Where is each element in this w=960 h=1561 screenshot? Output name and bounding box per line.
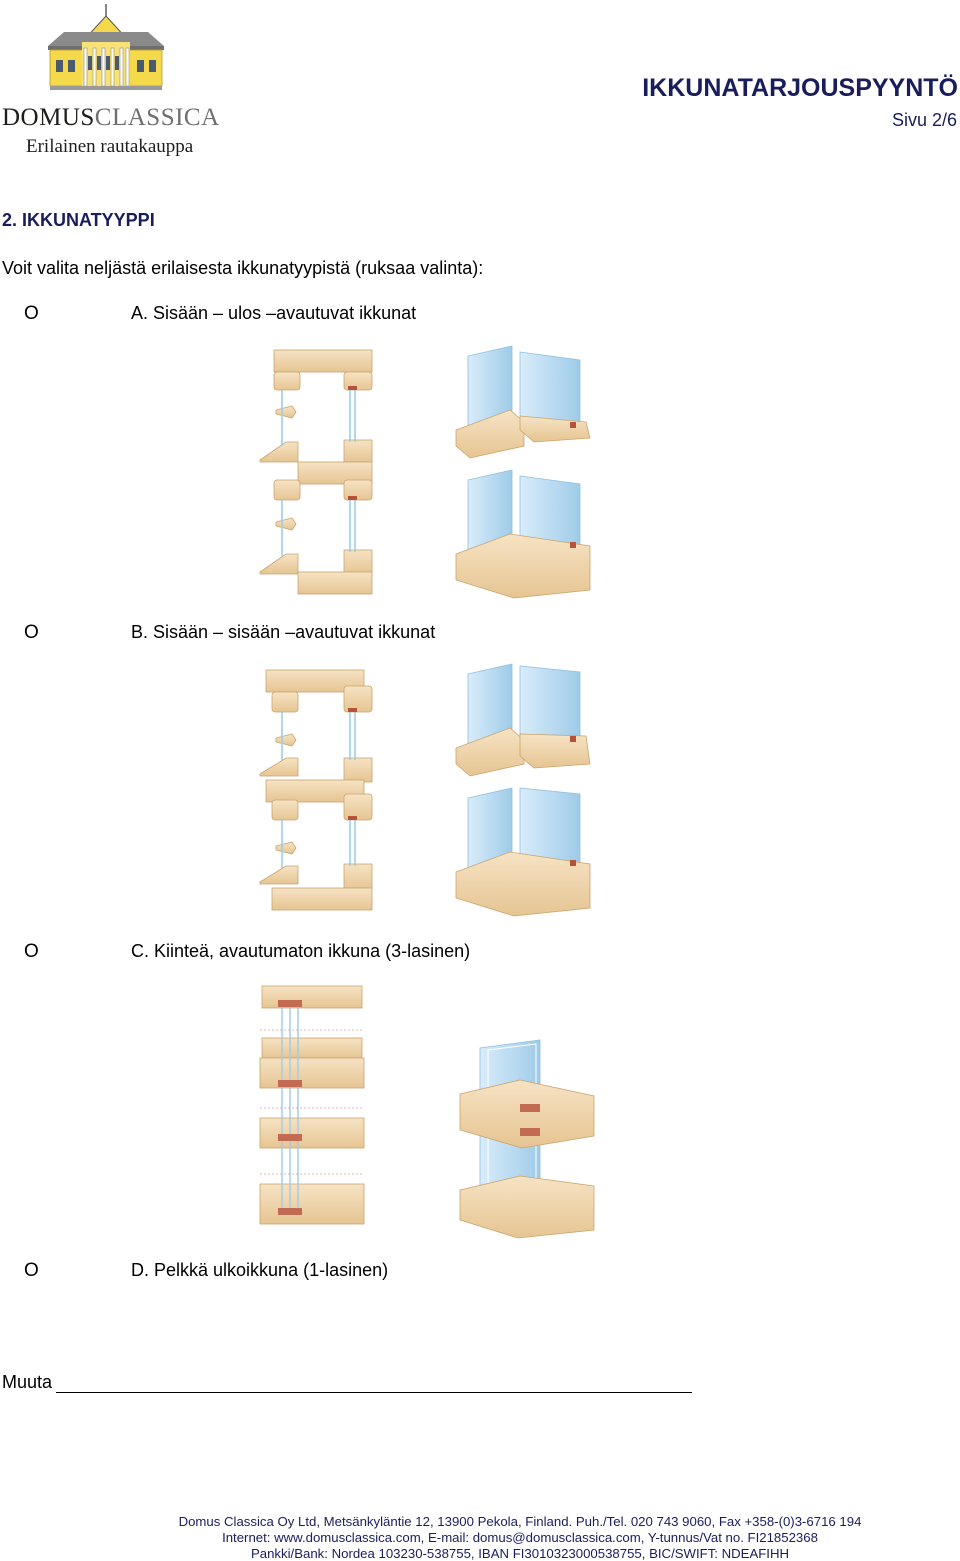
brand-primary: DOMUS (2, 104, 95, 131)
option-d-label: D. Pelkkä ulkoikkuna (1-lasinen) (131, 1260, 389, 1280)
inward-outward-window-3d-icon (455, 345, 591, 599)
other-input-line[interactable] (56, 1392, 692, 1393)
footer-company-line: Domus Classica Oy Ltd, Metsänkyläntie 12… (178, 1514, 862, 1529)
brand-tagline: Erilainen rautakauppa (26, 136, 194, 157)
section-title: 2. IKKUNATYYPPI (2, 210, 155, 230)
option-a-checkbox[interactable]: O (24, 303, 39, 324)
document-title: IKKUNATARJOUSPYYNTÖ (642, 74, 958, 102)
fixed-triple-glazed-window-section-icon (259, 985, 365, 1225)
other-label: Muuta (2, 1372, 53, 1392)
option-d-checkbox[interactable]: O (24, 1260, 39, 1281)
footer-bank-line: Pankki/Bank: Nordea 103230-538755, IBAN … (250, 1546, 790, 1561)
option-c-label: C. Kiinteä, avautumaton ikkuna (3-lasine… (131, 941, 471, 961)
manor-house-icon (48, 4, 164, 90)
page-number: Sivu 2/6 (891, 110, 957, 130)
option-c-checkbox[interactable]: O (24, 941, 39, 962)
footer-contact-line: Internet: www.domusclassica.com, E-mail:… (222, 1530, 818, 1545)
option-b-label: B. Sisään – sisään –avautuvat ikkunat (131, 622, 436, 642)
brand-name: DOMUSCLASSICA (2, 104, 220, 132)
company-logo (0, 0, 240, 170)
option-b-checkbox[interactable]: O (24, 622, 39, 643)
section-intro: Voit valita neljästä erilaisesta ikkunat… (2, 258, 484, 278)
inward-inward-window-section-icon (259, 669, 373, 911)
brand-secondary: CLASSICA (94, 104, 220, 131)
fixed-triple-glazed-window-3d-icon (459, 1039, 595, 1239)
option-a-label: A. Sisään – ulos –avautuvat ikkunat (131, 303, 417, 323)
inward-outward-window-section-icon (259, 349, 373, 595)
inward-inward-window-3d-icon (455, 663, 591, 917)
